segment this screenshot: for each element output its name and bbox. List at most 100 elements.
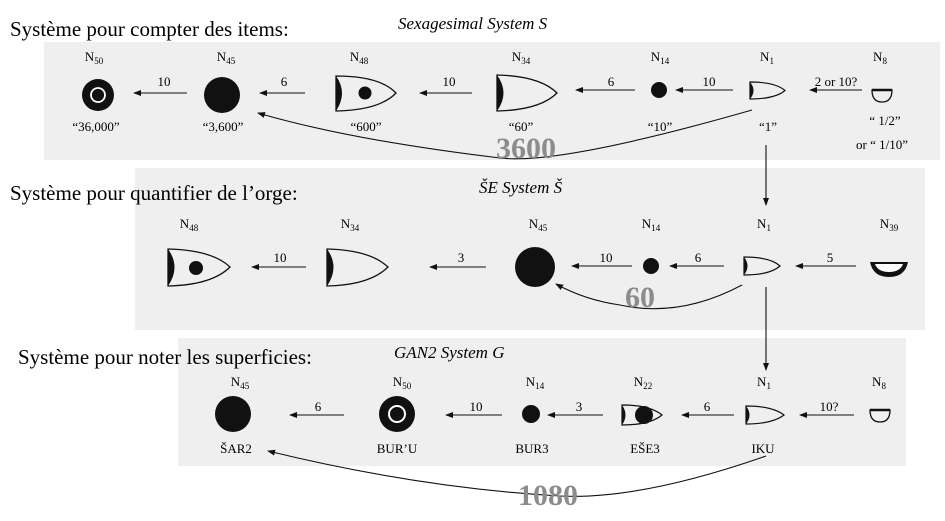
system-se: Système pour quantifier de l’orge: ŠE Sy… bbox=[10, 178, 908, 314]
panel-system-gan bbox=[178, 338, 906, 466]
half-cup-sign bbox=[869, 409, 891, 423]
sign-label: N1 bbox=[757, 374, 771, 391]
small-cone-sign bbox=[745, 405, 786, 425]
big-disc-sign bbox=[215, 396, 251, 432]
sign-n45: N45 ŠAR2 bbox=[215, 374, 252, 456]
ring-disc-sign bbox=[82, 79, 114, 111]
sign-label: N14 bbox=[526, 374, 545, 391]
ratio-arrow: 3 bbox=[547, 399, 603, 418]
ratio-arrow: 10? bbox=[799, 399, 854, 418]
sign-label: N45 bbox=[529, 216, 548, 233]
svg-text:3: 3 bbox=[576, 399, 583, 414]
sign-caption: “ 1/2” bbox=[869, 113, 901, 128]
sign-label: N1 bbox=[757, 216, 771, 233]
sign-caption: ŠAR2 bbox=[220, 441, 252, 456]
big-cone-sign bbox=[326, 248, 389, 287]
sign-n1: N1 IKU bbox=[745, 374, 786, 456]
sign-caption: IKU bbox=[751, 441, 775, 456]
system-title: Sexagesimal System S bbox=[398, 14, 548, 33]
cone-dot-sign bbox=[167, 248, 231, 287]
ratio-arrow: 3 bbox=[429, 250, 486, 270]
panel-system-s bbox=[44, 42, 940, 160]
ratio-arrow: 6 bbox=[681, 399, 734, 418]
sign-n45: N45 bbox=[515, 216, 555, 287]
sign-label: N8 bbox=[872, 374, 886, 391]
ratio-arrow: 10 bbox=[675, 74, 733, 93]
sign-n50: N50 BUR’U bbox=[377, 374, 418, 456]
system-title: GAN2 System G bbox=[394, 343, 504, 362]
sign-n14: N14 “10” bbox=[648, 49, 673, 134]
ratio-arrow: 10 bbox=[445, 399, 502, 418]
ratio-arrow: 6 bbox=[259, 74, 305, 96]
sign-n22: N22 EŠE3 bbox=[621, 374, 663, 456]
sign-caption: “1” bbox=[759, 119, 777, 134]
ratio-arrow: 10 bbox=[133, 74, 187, 96]
svg-text:10: 10 bbox=[158, 74, 171, 89]
big-cone-sign bbox=[496, 74, 558, 112]
svg-text:6: 6 bbox=[608, 74, 615, 89]
ratio-arrow: 6 bbox=[289, 399, 344, 418]
svg-text:10?: 10? bbox=[820, 399, 839, 414]
sign-label: N48 bbox=[180, 216, 199, 233]
ratio-arrow: 6 bbox=[575, 74, 635, 93]
system-title: ŠE System Š bbox=[479, 178, 563, 197]
ratio-arrow: 10 bbox=[571, 250, 632, 269]
svg-text:6: 6 bbox=[281, 74, 288, 89]
sign-caption: “36,000” bbox=[72, 119, 120, 134]
small-disc-sign bbox=[522, 405, 540, 423]
sign-caption: BUR’U bbox=[377, 441, 418, 456]
sign-label: N14 bbox=[651, 49, 670, 66]
ratio-arrow: 2 or 10? bbox=[809, 74, 862, 93]
sign-caption: or “ 1/10” bbox=[856, 137, 908, 152]
svg-text:6: 6 bbox=[315, 399, 322, 414]
sign-n50: N50 “36,000” bbox=[72, 49, 120, 134]
ratio-arrow: 6 bbox=[669, 250, 724, 269]
sign-caption: BUR3 bbox=[515, 441, 548, 456]
conversion-curve bbox=[555, 283, 743, 310]
sign-label: N22 bbox=[634, 374, 652, 391]
small-disc-sign bbox=[651, 82, 667, 98]
cone-dot-sign bbox=[335, 75, 397, 112]
svg-text:5: 5 bbox=[827, 250, 834, 265]
sign-n1: N1 bbox=[743, 216, 781, 276]
conversion-curve bbox=[257, 109, 753, 160]
sign-n34: N34 “60” bbox=[496, 49, 558, 134]
sign-n8: N8 bbox=[869, 374, 891, 423]
ring-disc-sign bbox=[379, 396, 415, 432]
sign-label: N39 bbox=[880, 216, 899, 233]
svg-text:6: 6 bbox=[704, 399, 711, 414]
small-disc-sign bbox=[643, 258, 659, 274]
sign-n14: N14 BUR3 bbox=[515, 374, 548, 456]
sign-n14: N14 bbox=[642, 216, 661, 274]
sign-n1: N1 “1” bbox=[749, 49, 786, 134]
conversion-curve bbox=[267, 449, 767, 497]
svg-text:10: 10 bbox=[470, 399, 483, 414]
sign-caption: “600” bbox=[350, 119, 381, 134]
sign-label: N45 bbox=[217, 49, 236, 66]
conversion-number: 1080 bbox=[518, 479, 578, 512]
small-cone-sign bbox=[749, 81, 786, 100]
ratio-arrow: 10 bbox=[419, 74, 472, 96]
sign-label: N14 bbox=[642, 216, 661, 233]
sign-caption: EŠE3 bbox=[630, 441, 660, 456]
svg-text:10: 10 bbox=[443, 74, 456, 89]
sign-label: N34 bbox=[341, 216, 360, 233]
sign-label: N48 bbox=[350, 49, 369, 66]
svg-text:10: 10 bbox=[703, 74, 716, 89]
system-gan2: Système pour noter les superficies: GAN2… bbox=[18, 343, 891, 512]
conversion-number: 3600 bbox=[496, 132, 556, 165]
svg-text:10: 10 bbox=[600, 250, 613, 265]
svg-text:3: 3 bbox=[458, 250, 465, 265]
sign-label: N1 bbox=[760, 49, 774, 66]
svg-text:6: 6 bbox=[695, 250, 702, 265]
sign-label: N45 bbox=[231, 374, 250, 391]
svg-text:2 or 10?: 2 or 10? bbox=[815, 74, 858, 89]
sign-label: N34 bbox=[512, 49, 531, 66]
cone-disc-sign bbox=[621, 404, 663, 426]
system-label: Système pour noter les superficies: bbox=[18, 345, 312, 369]
system-label: Système pour quantifier de l’orge: bbox=[10, 181, 298, 205]
ratio-arrow: 5 bbox=[795, 250, 856, 269]
big-disc-sign bbox=[204, 77, 240, 113]
sign-label: N8 bbox=[873, 49, 887, 66]
